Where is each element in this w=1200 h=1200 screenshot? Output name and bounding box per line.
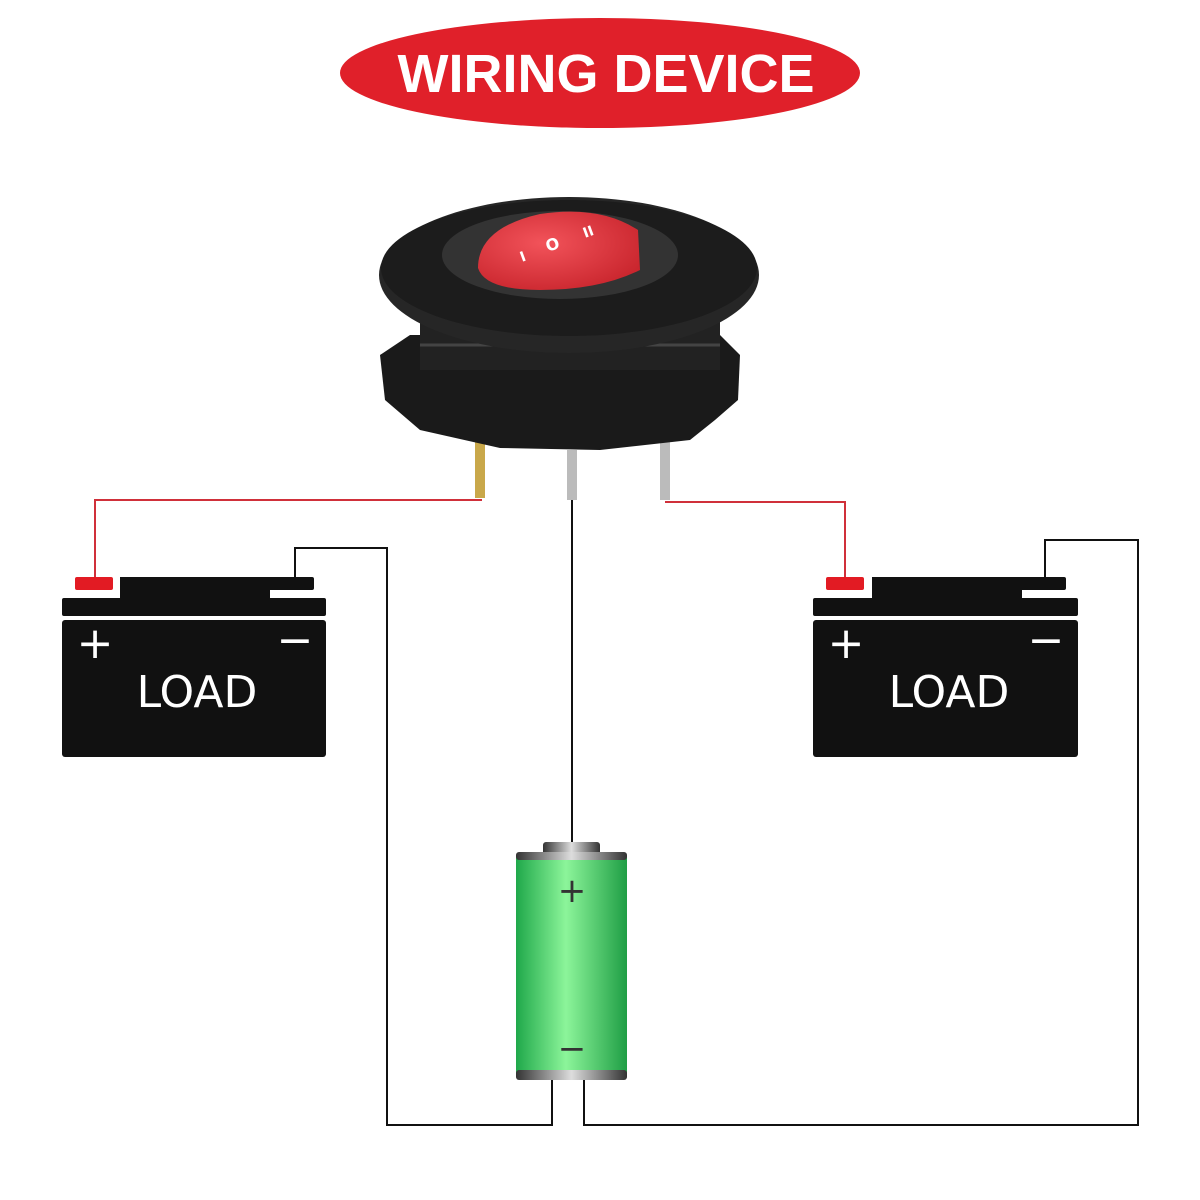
switch-mark-on2: II (581, 223, 596, 242)
wires (94, 499, 1139, 1126)
negative-terminal (1020, 577, 1066, 590)
battery-negative: − (558, 1029, 587, 1069)
title-banner: WIRING DEVICE (340, 18, 860, 128)
left-negative-wire (294, 547, 553, 1126)
load-left-negative: − (277, 615, 314, 666)
load-right-label: LOAD (889, 667, 1010, 718)
right-negative-wire (583, 539, 1139, 1126)
load-left: + − LOAD (62, 577, 326, 757)
negative-terminal (268, 577, 314, 590)
load-left-label: LOAD (137, 667, 258, 718)
left-positive-wire (94, 499, 482, 578)
load-right-negative: − (1028, 615, 1065, 666)
switch-mark-off: O (543, 233, 562, 256)
right-positive-wire (665, 501, 846, 578)
battery-positive: + (558, 871, 587, 911)
load-left-positive: + (77, 618, 114, 669)
battery: + − (516, 842, 627, 1080)
load-right: + − LOAD (813, 577, 1078, 757)
title-text: WIRING DEVICE (397, 44, 814, 104)
rocker-switch: I O II (379, 197, 759, 500)
load-right-positive: + (828, 618, 865, 669)
positive-terminal (826, 577, 864, 590)
positive-terminal (75, 577, 113, 590)
switch-mark-on1: I (518, 249, 528, 266)
